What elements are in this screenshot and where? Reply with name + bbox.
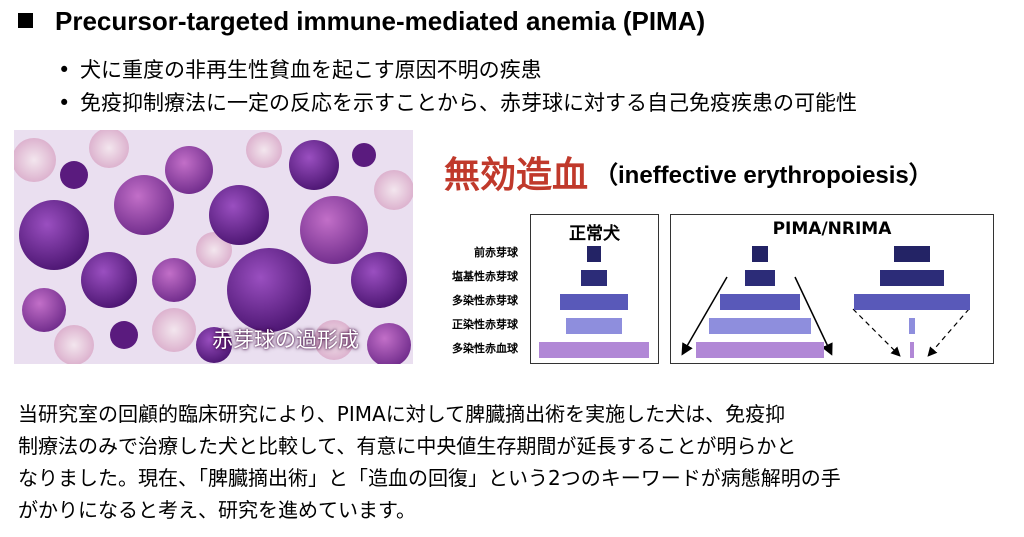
stage-label: 多染性赤芽球: [452, 294, 518, 307]
stage-label: 塩基性赤芽球: [452, 270, 518, 283]
bullet-list: • 犬に重度の非再生性貧血を起こす原因不明の疾患 • 免疫抑制療法に一定の反応を示す…: [58, 54, 857, 120]
slide-title: Precursor-targeted immune-mediated anemi…: [18, 6, 705, 37]
pima-a-bar: [720, 294, 800, 310]
heading-jp: 無効造血: [444, 155, 589, 196]
pima-a-bar: [709, 318, 811, 334]
micrograph-illustration: [14, 130, 413, 364]
normal-bar: [580, 270, 608, 286]
bullet-dot-icon: •: [58, 58, 71, 82]
normal-bar: [565, 318, 623, 334]
pima-a-bar: [696, 342, 824, 358]
bullet-text: 免疫抑制療法に一定の反応を示すことから、赤芽球に対する自己免疫疾患の可能性: [80, 91, 857, 115]
paragraph-line: 当研究室の回顧的臨床研究により、PIMAに対して脾臓摘出術を実施した犬は、免疫抑: [18, 402, 786, 426]
normal-dog-panel: 正常犬: [530, 214, 659, 364]
stage-label: 多染性赤血球: [452, 342, 518, 355]
ineffective-erythropoiesis-heading: 無効造血（ineffective erythropoiesis）: [444, 146, 933, 198]
bullet-item: • 免疫抑制療法に一定の反応を示すことから、赤芽球に対する自己免疫疾患の可能性: [58, 87, 857, 120]
paragraph-line: なりました。現在、「脾臓摘出術」と「造血の回復」という2つのキーワードが病態解明…: [18, 466, 841, 490]
pima-b-bar: [910, 342, 914, 358]
heading-en: （ineffective erythropoiesis）: [594, 161, 933, 189]
arrow-right-solid: [794, 276, 833, 356]
paragraph-line: がかりになると考え、研究を進めています。: [18, 498, 416, 522]
pima-b-bar: [880, 270, 944, 286]
normal-dog-title: 正常犬: [569, 224, 620, 244]
bullet-square-icon: [18, 13, 33, 28]
bullet-text: 犬に重度の非再生性貧血を起こす原因不明の疾患: [80, 58, 542, 82]
pima-title: PIMA/NRIMA: [772, 219, 892, 239]
arrow-left-dashed: [852, 308, 901, 357]
normal-bar: [559, 294, 629, 310]
pima-arrows: [681, 276, 970, 357]
pima-a-bar: [751, 246, 769, 262]
body-paragraph: 当研究室の回顧的臨床研究により、PIMAに対して脾臓摘出術を実施した犬は、免疫抑…: [18, 398, 1008, 526]
arrow-right-dashed: [927, 308, 970, 357]
stage-label: 正染性赤芽球: [452, 318, 518, 331]
paragraph-line: 制療法のみで治療した犬と比較して、有意に中央値生存期間が延長することが明らかと: [18, 434, 797, 458]
pima-a-bar: [744, 270, 776, 286]
title-text: Precursor-targeted immune-mediated anemi…: [55, 6, 706, 36]
arrow-left-solid: [681, 276, 728, 356]
bullet-dot-icon: •: [58, 91, 71, 115]
stage-label: 前赤芽球: [474, 246, 518, 259]
normal-bar: [586, 246, 602, 262]
photo-caption: 赤芽球の過形成: [212, 328, 359, 352]
bullet-item: • 犬に重度の非再生性貧血を起こす原因不明の疾患: [58, 54, 857, 87]
pima-b-bar: [854, 294, 970, 310]
pima-panel: PIMA/NRIMA: [670, 214, 994, 364]
normal-bar: [539, 342, 649, 358]
micrograph-image: 赤芽球の過形成: [14, 130, 413, 364]
pima-b-bar: [909, 318, 915, 334]
pima-b-bar: [894, 246, 930, 262]
